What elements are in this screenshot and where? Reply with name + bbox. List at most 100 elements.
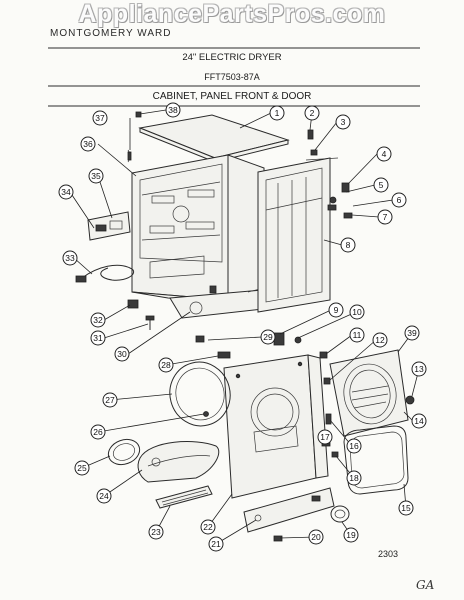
callout-30[interactable]: 30: [114, 346, 130, 362]
callout-15[interactable]: 15: [398, 500, 414, 516]
callout-13[interactable]: 13: [411, 361, 427, 377]
callout-12[interactable]: 12: [372, 332, 388, 348]
callout-21-label: 21: [211, 539, 221, 549]
callout-14[interactable]: 14: [411, 413, 427, 429]
callout-28-label: 28: [161, 360, 171, 370]
felt-ring[interactable]: [105, 435, 143, 468]
callout-16[interactable]: 16: [346, 438, 362, 454]
callout-1-label: 1: [275, 108, 280, 118]
callout-10[interactable]: 10: [349, 304, 365, 320]
callout-33-label: 33: [65, 253, 75, 263]
callout-38-label: 38: [168, 105, 178, 115]
callout-3[interactable]: 3: [335, 114, 351, 130]
callout-17[interactable]: 17: [317, 429, 333, 445]
callout-19[interactable]: 19: [343, 527, 359, 543]
callout-14-label: 14: [414, 416, 424, 426]
callout-20-label: 20: [311, 532, 321, 542]
callout-1[interactable]: 1: [269, 105, 285, 121]
top-screws[interactable]: [305, 129, 339, 161]
power-cord[interactable]: [75, 264, 135, 283]
callout-35[interactable]: 35: [88, 168, 104, 184]
small-foot[interactable]: [273, 535, 283, 542]
callout-27[interactable]: 27: [102, 392, 118, 408]
header-rules: [48, 47, 420, 107]
callout-2-label: 2: [310, 108, 315, 118]
callout-29[interactable]: 29: [260, 329, 276, 345]
model-number: FFT7503-87A: [204, 72, 260, 82]
callout-21[interactable]: 21: [208, 536, 224, 552]
callout-7[interactable]: 7: [377, 209, 393, 225]
section-title: CABINET, PANEL FRONT & DOOR: [152, 91, 312, 102]
cabinet-screws[interactable]: [127, 111, 142, 163]
callout-6-label: 6: [397, 195, 402, 205]
callout-34[interactable]: 34: [58, 184, 74, 200]
callout-31-label: 31: [93, 333, 103, 343]
dryer-door[interactable]: [329, 349, 409, 437]
callout-11-label: 11: [353, 330, 362, 340]
callout-36[interactable]: 36: [80, 136, 96, 152]
callout-37-label: 37: [95, 113, 105, 123]
callout-8-label: 8: [346, 240, 351, 250]
callout-31[interactable]: 31: [90, 330, 106, 346]
leveling-legs[interactable]: [127, 299, 155, 330]
callout-24[interactable]: 24: [96, 488, 112, 504]
callout-24-label: 24: [99, 491, 109, 501]
callout-23-label: 23: [151, 527, 161, 537]
front-panel-part[interactable]: [223, 354, 329, 499]
callout-32[interactable]: 32: [90, 312, 106, 328]
callout-6[interactable]: 6: [391, 192, 407, 208]
callout-11[interactable]: 11: [349, 327, 365, 343]
callout-28[interactable]: 28: [158, 357, 174, 373]
callout-20[interactable]: 20: [308, 529, 324, 545]
callout-23[interactable]: 23: [148, 524, 164, 540]
cabinet-part[interactable]: [131, 154, 273, 319]
front-screw[interactable]: [203, 411, 209, 417]
callout-5[interactable]: 5: [373, 177, 389, 193]
rear-panel-part[interactable]: [257, 157, 331, 313]
callout-39[interactable]: 39: [404, 325, 420, 341]
callout-3-label: 3: [341, 117, 346, 127]
control-knob[interactable]: [330, 505, 350, 523]
terminal-block[interactable]: [87, 211, 131, 241]
callout-29-label: 29: [263, 332, 273, 342]
callout-7-label: 7: [383, 212, 388, 222]
callout-26-label: 26: [93, 427, 103, 437]
callout-5-label: 5: [379, 180, 384, 190]
door-gasket[interactable]: [343, 425, 409, 495]
callout-35-label: 35: [91, 171, 101, 181]
callout-38[interactable]: 38: [165, 102, 181, 118]
door-seal[interactable]: [163, 355, 238, 432]
callout-9[interactable]: 9: [328, 302, 344, 318]
callout-9-label: 9: [334, 305, 339, 315]
callout-16-label: 16: [349, 441, 359, 451]
callout-22-label: 22: [203, 522, 213, 532]
callout-2[interactable]: 2: [304, 105, 320, 121]
watermark: AppliancePartsPros.com: [78, 0, 386, 28]
callout-17-label: 17: [320, 432, 330, 442]
lint-duct[interactable]: [137, 441, 220, 483]
kick-plate[interactable]: [243, 487, 335, 533]
lint-grille[interactable]: [155, 485, 213, 509]
callout-34-label: 34: [61, 187, 71, 197]
callout-33[interactable]: 33: [62, 250, 78, 266]
front-hardware[interactable]: [195, 335, 231, 359]
callout-18[interactable]: 18: [346, 470, 362, 486]
callout-37[interactable]: 37: [92, 110, 108, 126]
callout-25[interactable]: 25: [74, 460, 90, 476]
callout-27-label: 27: [105, 395, 115, 405]
top-panel-part[interactable]: [138, 114, 290, 163]
brand-label: MONTGOMERY WARD: [50, 28, 172, 39]
callout-22[interactable]: 22: [200, 519, 216, 535]
callout-39-label: 39: [407, 328, 417, 338]
door-switch[interactable]: [273, 332, 302, 346]
callout-4[interactable]: 4: [376, 146, 392, 162]
diagram-reference-number: 2303: [378, 549, 399, 559]
callout-18-label: 18: [349, 473, 359, 483]
callout-8[interactable]: 8: [340, 237, 356, 253]
handwritten-note: GA: [416, 578, 435, 592]
callout-19-label: 19: [346, 530, 356, 540]
callout-25-label: 25: [77, 463, 87, 473]
callout-30-label: 30: [117, 349, 127, 359]
callout-26[interactable]: 26: [90, 424, 106, 440]
rear-hardware[interactable]: [327, 182, 353, 219]
